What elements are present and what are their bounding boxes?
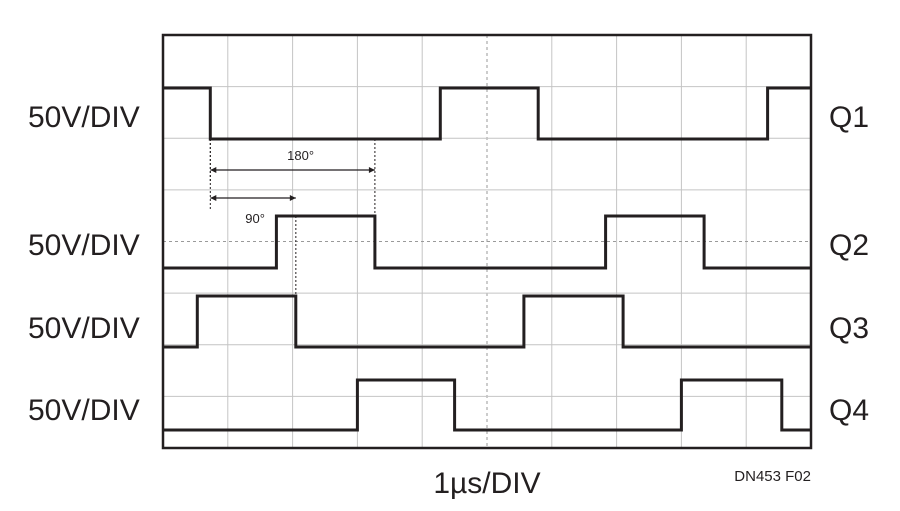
q3-scale-label: 50V/DIV bbox=[28, 312, 140, 345]
scope-frame bbox=[161, 33, 813, 450]
figure-code: DN453 F02 bbox=[734, 468, 811, 485]
x-axis-label: 1µs/DIV bbox=[433, 467, 540, 500]
trace-q2 bbox=[163, 214, 811, 270]
q3-series-label: Q3 bbox=[829, 312, 869, 345]
phase-annotations: 180° 90° bbox=[209, 139, 376, 296]
arrowhead-180-start bbox=[210, 167, 217, 173]
trace-q4 bbox=[163, 378, 811, 432]
q2-series-label: Q2 bbox=[829, 229, 869, 262]
q1-scale-label: 50V/DIV bbox=[28, 101, 140, 134]
annotation-label-90: 90° bbox=[245, 211, 265, 226]
q4-series-label: Q4 bbox=[829, 394, 869, 427]
arrowhead-90-end bbox=[289, 195, 296, 201]
trace-q3 bbox=[163, 294, 811, 349]
annotation-label-180: 180° bbox=[287, 148, 314, 163]
arrowhead-180-end bbox=[368, 167, 375, 173]
arrowhead-90-start bbox=[210, 195, 217, 201]
scope-grid bbox=[163, 35, 811, 448]
trace-q1 bbox=[163, 86, 811, 141]
q1-series-label: Q1 bbox=[829, 101, 869, 134]
q4-scale-label: 50V/DIV bbox=[28, 394, 140, 427]
waveform-traces bbox=[163, 86, 811, 432]
q2-scale-label: 50V/DIV bbox=[28, 229, 140, 262]
